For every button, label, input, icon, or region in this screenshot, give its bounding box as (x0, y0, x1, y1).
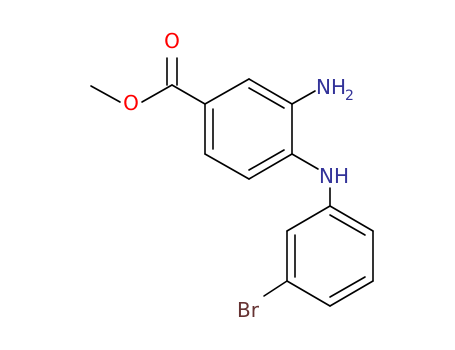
ring1-inner-1 (248, 87, 285, 109)
ring2-bond-4 (286, 280, 331, 307)
ring2-bond-6 (286, 205, 331, 232)
ring2-inner-1 (329, 214, 366, 236)
ring2-inner-2 (329, 276, 366, 298)
bond-carbonyl-ring (171, 84, 206, 105)
ring2-bond-1 (329, 205, 374, 232)
ring2-bond-3 (329, 280, 374, 307)
bond-ring2-br (263, 280, 288, 297)
amine-subscript-label: 2 (345, 88, 354, 104)
bridge-nh-label: NH (319, 164, 349, 188)
bond-o-carbonyl (141, 84, 173, 103)
bond-ring-nh2 (291, 90, 316, 105)
ring1-bond-1 (204, 78, 250, 105)
ring1-bond-5 (204, 153, 250, 180)
bromine-label: Br (237, 298, 260, 322)
ring1-bond-2 (248, 78, 293, 105)
bond-ring-nh (291, 153, 319, 170)
amine-nitrogen-label: NH (316, 75, 346, 99)
carbonyl-oxygen-label: O (164, 29, 180, 53)
ester-oxygen-label: O (123, 91, 139, 115)
bond-methyl-o (90, 85, 121, 103)
ring1-bond-4 (248, 153, 293, 180)
ring1-inner-2 (248, 149, 285, 171)
